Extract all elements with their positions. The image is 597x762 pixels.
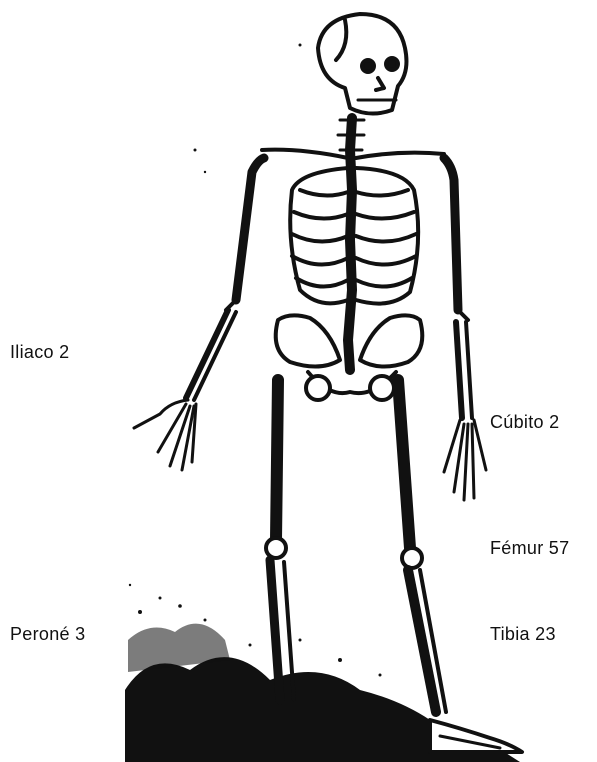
left-arm — [134, 158, 264, 470]
label-perone: Peroné 3 — [10, 624, 85, 645]
label-femur: Fémur 57 — [490, 538, 569, 559]
right-hand — [444, 420, 486, 500]
left-leg — [266, 380, 294, 700]
left-hand — [134, 400, 196, 470]
label-iliaco: Iliaco 2 — [10, 342, 69, 363]
label-cubito: Cúbito 2 — [490, 412, 559, 433]
label-tibia: Tibia 23 — [490, 624, 556, 645]
skull — [318, 14, 406, 114]
right-foot — [430, 720, 522, 752]
right-arm — [444, 158, 486, 500]
right-leg — [398, 380, 522, 752]
